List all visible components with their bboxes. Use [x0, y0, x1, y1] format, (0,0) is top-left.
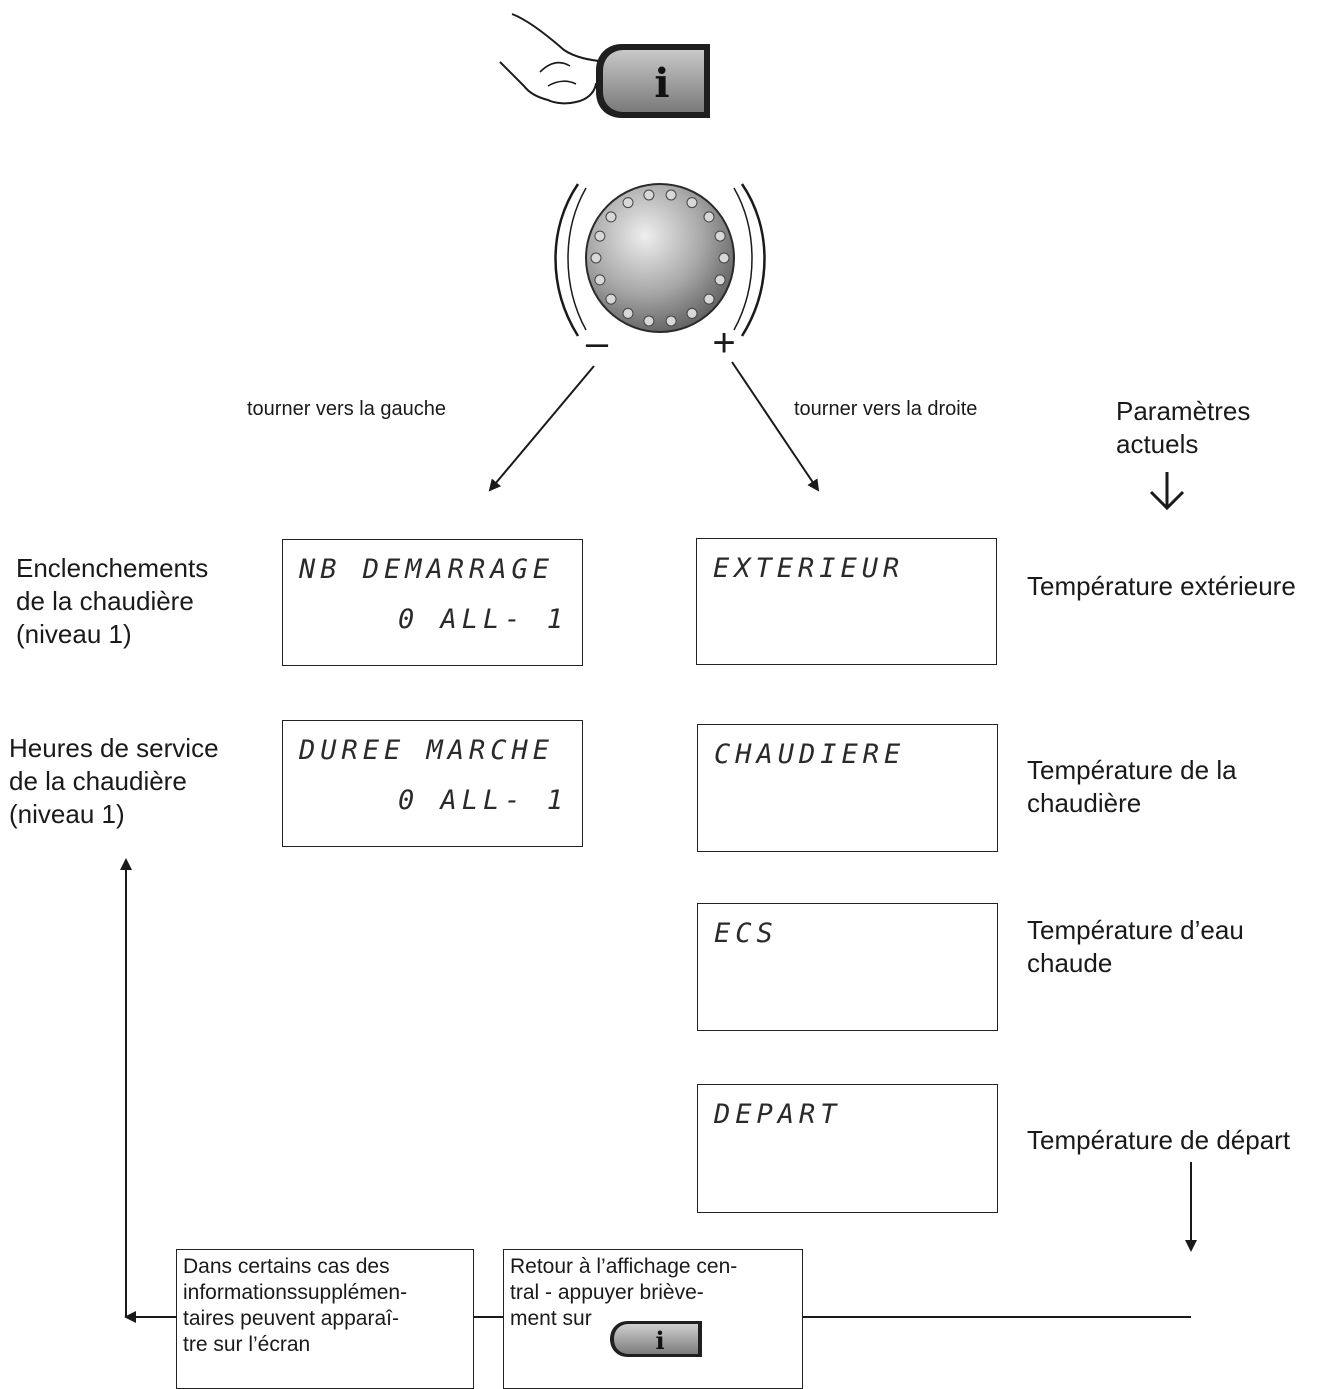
knob-stud — [594, 274, 606, 286]
note-return-to-main: Retour à l’affichage cen- tral - appuyer… — [503, 1249, 803, 1389]
info-key-letter-small: i — [655, 1326, 664, 1355]
knob-stud — [703, 293, 715, 305]
current-params-label: Paramètres actuels — [1116, 396, 1251, 459]
knob-stud — [605, 211, 617, 223]
knob-stud — [594, 230, 606, 242]
lcd-display-exterieur: EXTERIEUR — [696, 538, 997, 665]
right-caption-eau-chaude: Température d’eau chaude — [1027, 915, 1244, 978]
knob-stud — [665, 189, 677, 201]
knob-stud — [703, 211, 715, 223]
knob-stud — [605, 293, 617, 305]
lcd-display-ecs: ECS — [697, 903, 998, 1031]
down-arrow-icon — [1149, 472, 1185, 511]
right-caption-exterieur: Température extérieure — [1027, 571, 1296, 601]
knob-stud — [643, 315, 655, 327]
lcd-display-duree-marche: DUREE MARCHE 0 ALL- 1 — [282, 720, 583, 847]
left-caption-2: Heures de service de la chaudière (nivea… — [9, 733, 219, 829]
knob-stud — [622, 307, 634, 319]
minus-sign: – — [586, 321, 609, 365]
right-caption-chaudiere: Température de la chaudière — [1027, 755, 1237, 818]
arrow-turn-left — [488, 365, 595, 492]
arrow-turn-right — [731, 361, 820, 492]
info-button-small-icon: i — [610, 1321, 702, 1357]
knob-stud — [714, 274, 726, 286]
plus-sign: + — [712, 321, 735, 365]
note-extra-info: Dans certains cas des informationssupplé… — [176, 1249, 474, 1389]
knob-stud — [665, 315, 677, 327]
rotary-knob-icon — [554, 183, 766, 337]
knob-stud — [643, 189, 655, 201]
turn-right-label: tourner vers la droite — [794, 398, 978, 420]
knob-stud — [686, 197, 698, 209]
lcd-display-depart: DEPART — [697, 1084, 998, 1213]
lcd-display-nb-demarrage: NB DEMARRAGE 0 ALL- 1 — [282, 539, 583, 666]
lcd-display-chaudiere: CHAUDIERE — [697, 724, 998, 852]
turn-left-label: tourner vers la gauche — [247, 398, 447, 420]
right-caption-depart: Température de départ — [1027, 1125, 1291, 1155]
knob-stud — [590, 252, 602, 264]
info-key-letter: i — [654, 60, 669, 107]
knob-stud — [622, 197, 634, 209]
info-button-icon: i — [596, 44, 710, 118]
knob-stud — [714, 230, 726, 242]
knob-stud — [686, 307, 698, 319]
knob-stud — [718, 252, 730, 264]
left-caption-1: Enclenchements de la chaudière (niveau 1… — [16, 553, 209, 649]
